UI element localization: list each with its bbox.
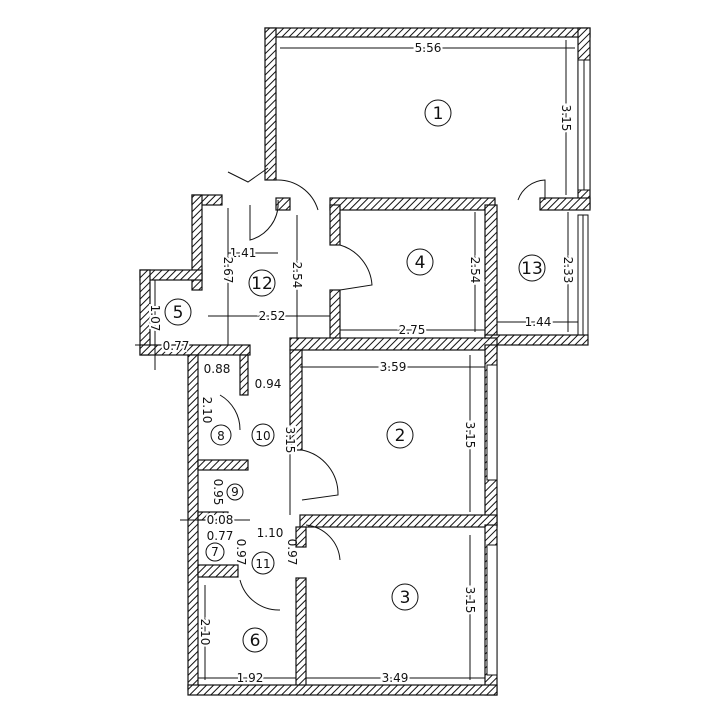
room-12: 12 bbox=[248, 269, 276, 297]
dim-r6-width: 1.92 bbox=[237, 671, 264, 685]
dim-r3-height: 3.15 bbox=[463, 587, 477, 614]
dim-r12-top: 1.41 bbox=[230, 246, 257, 260]
room-number: 10 bbox=[255, 429, 270, 443]
room-number: 9 bbox=[231, 485, 239, 499]
room-number: 1 bbox=[433, 104, 444, 124]
dim-r12-height: 2.67 bbox=[221, 257, 235, 284]
doors bbox=[219, 167, 546, 611]
dim-r3-width: 3.49 bbox=[382, 671, 409, 685]
room13-door bbox=[517, 179, 546, 201]
entrance-arrow bbox=[227, 167, 269, 183]
room-number: 3 bbox=[400, 588, 411, 608]
room-13: 13 bbox=[518, 254, 546, 282]
dim-r2-height: 3.15 bbox=[463, 422, 477, 449]
dim-r12-height-right: 2.54 bbox=[290, 262, 304, 289]
room-11: 11 bbox=[251, 551, 275, 575]
room-1: 1 bbox=[424, 99, 452, 127]
dim-r7-height: 0.97 bbox=[234, 539, 248, 566]
room4-door bbox=[339, 244, 373, 291]
room-2: 2 bbox=[386, 421, 414, 449]
dim-r13-width: 1.44 bbox=[525, 315, 552, 329]
dim-r7-width: 0.77 bbox=[207, 529, 234, 543]
dim-r9-width: 0.08 bbox=[207, 513, 234, 527]
dim-r10-height: 3.15 bbox=[283, 427, 297, 454]
room-5: 5 bbox=[164, 298, 192, 326]
dim-r6-height: 2.10 bbox=[198, 619, 212, 646]
room11-door bbox=[305, 524, 341, 561]
room-3: 3 bbox=[391, 583, 419, 611]
dim-r11-height: 0.97 bbox=[285, 539, 299, 566]
dim-r4-width: 2.75 bbox=[399, 323, 426, 337]
dim-r2-width: 3.59 bbox=[380, 360, 407, 374]
room-6: 6 bbox=[242, 627, 268, 653]
dimension-labels: 5.56 3.15 2.75 2.54 1.44 2.33 2.52 1.41 … bbox=[146, 39, 577, 687]
dim-r10-width: 0.94 bbox=[255, 377, 282, 391]
room-labels: 1 2 3 4 5 6 7 8 9 10 11 12 13 bbox=[164, 99, 546, 653]
entrance-door bbox=[275, 179, 319, 211]
room-number: 5 bbox=[173, 303, 184, 323]
room-number: 12 bbox=[251, 274, 273, 294]
dim-r8-width: 0.88 bbox=[204, 362, 231, 376]
dim-r13-height: 2.33 bbox=[561, 257, 575, 284]
dim-r1-width: 5.56 bbox=[415, 41, 442, 55]
dim-r4-height: 2.54 bbox=[468, 257, 482, 284]
room8-door bbox=[219, 394, 241, 431]
room-number: 2 bbox=[395, 426, 406, 446]
dim-r5-width: 0.77 bbox=[163, 339, 190, 353]
dim-r9-height: 0.95 bbox=[211, 479, 225, 506]
room-7: 7 bbox=[205, 542, 225, 562]
room6-door bbox=[239, 579, 281, 611]
room-10: 10 bbox=[251, 423, 275, 447]
room-number: 8 bbox=[217, 429, 225, 443]
dim-r11-width: 1.10 bbox=[257, 526, 284, 540]
dim-r12-width: 2.52 bbox=[259, 309, 286, 323]
room-8: 8 bbox=[210, 424, 232, 446]
dimension-lines bbox=[135, 40, 578, 680]
dim-r5-height: 1.07 bbox=[148, 305, 162, 332]
room-number: 4 bbox=[415, 253, 426, 273]
room-number: 7 bbox=[211, 545, 219, 559]
dim-r1-height: 3.15 bbox=[559, 105, 573, 132]
room-number: 6 bbox=[250, 631, 261, 651]
room2-door bbox=[301, 449, 339, 501]
walls bbox=[139, 27, 591, 696]
room-9: 9 bbox=[226, 483, 244, 501]
dim-r8-height: 2.10 bbox=[200, 397, 214, 424]
hall-door bbox=[249, 199, 279, 241]
room-number: 13 bbox=[521, 259, 543, 279]
room-number: 11 bbox=[255, 557, 270, 571]
room-4: 4 bbox=[406, 248, 434, 276]
